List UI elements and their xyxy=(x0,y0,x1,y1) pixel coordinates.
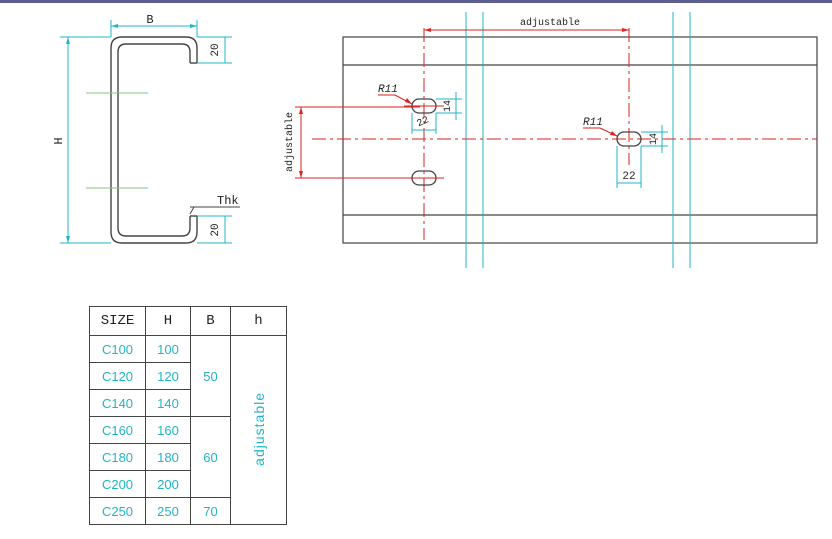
c-channel-outline-inner xyxy=(117,43,191,237)
adjustable-top-label: adjustable xyxy=(520,17,580,29)
table-row: C140 140 xyxy=(89,389,287,417)
radius-label-left: R11 xyxy=(378,84,398,96)
cell-h: 100 xyxy=(145,335,191,363)
table-row: C160 160 60 xyxy=(89,416,287,498)
top-border xyxy=(0,0,832,3)
table-row: C100 100 50 adjustable xyxy=(89,335,287,525)
slot-width-left-label: 22 xyxy=(416,115,432,130)
header-b: B xyxy=(190,306,231,336)
cell-h: 200 xyxy=(145,470,191,498)
slot-height-right-label: 14 xyxy=(649,133,660,145)
lip-top-label: 20 xyxy=(210,43,222,56)
header-hh: h xyxy=(230,306,287,336)
lip-bottom-label: 20 xyxy=(210,223,222,236)
cell-b-group-2: 60 xyxy=(190,416,231,498)
channel-plan-view: adjustable adjustable R11 R11 14 22 xyxy=(284,12,818,268)
header-size: SIZE xyxy=(89,306,146,336)
slot-right xyxy=(616,131,642,147)
cell-h: 180 xyxy=(145,443,191,471)
cell-h: 140 xyxy=(145,389,191,417)
table-row: C120 120 xyxy=(89,362,287,390)
table-row: C180 180 xyxy=(89,443,287,471)
h-note-text: adjustable xyxy=(250,391,267,466)
cell-b-group-1: 50 xyxy=(190,335,231,417)
channel-outline xyxy=(342,36,818,244)
thickness-label: Thk xyxy=(217,194,239,208)
slot-height-left-label: 14 xyxy=(443,100,454,112)
cell-h: 160 xyxy=(145,416,191,444)
cell-size: C120 xyxy=(89,362,146,390)
cell-size: C100 xyxy=(89,335,146,363)
c-channel-section: B H 20 20 Thk xyxy=(52,13,240,244)
radius-label-right: R11 xyxy=(583,117,603,129)
cell-h: 250 xyxy=(145,497,191,525)
cell-h-note: adjustable xyxy=(230,335,287,525)
header-h: H xyxy=(145,306,191,336)
cell-b-group-3: 70 xyxy=(190,497,231,525)
cell-size: C160 xyxy=(89,416,146,444)
cell-size: C250 xyxy=(89,497,146,525)
adjustable-left-label: adjustable xyxy=(284,112,296,172)
slot-width-right-label: 22 xyxy=(622,171,635,183)
table-row: C250 250 70 xyxy=(89,497,287,525)
height-label: H xyxy=(52,137,66,144)
cell-size: C140 xyxy=(89,389,146,417)
spec-table: SIZE H B h C100 100 50 adjustable C120 1… xyxy=(89,306,287,525)
table-header-row: SIZE H B h xyxy=(89,306,287,336)
c-channel-outline-outer xyxy=(110,36,198,244)
cell-size: C180 xyxy=(89,443,146,471)
width-label: B xyxy=(146,13,153,27)
cell-h: 120 xyxy=(145,362,191,390)
cell-size: C200 xyxy=(89,470,146,498)
